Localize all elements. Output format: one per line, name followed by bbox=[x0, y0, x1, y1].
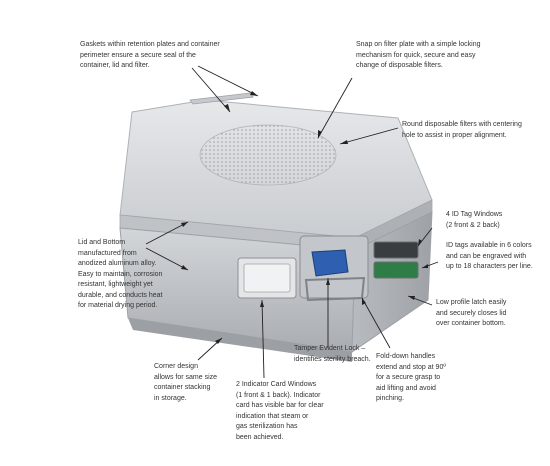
arrow-id-tags bbox=[422, 264, 428, 268]
container-corner bbox=[128, 318, 352, 362]
leader-round-filters bbox=[339, 127, 399, 145]
indicator-card-window-inner bbox=[243, 263, 291, 293]
callout-snap-filter: Snap on filter plate with a simple locki… bbox=[356, 41, 481, 69]
callout-id-tags: ID tags available in 6 colors and can be… bbox=[446, 242, 533, 270]
arrow-id-windows bbox=[418, 239, 422, 246]
arrow-round-filters bbox=[340, 140, 348, 144]
callout-low-profile-latch: Low profile latch easily and securely cl… bbox=[436, 299, 507, 327]
arrow-tamper-lock bbox=[326, 278, 330, 285]
arrow-gaskets-2 bbox=[250, 91, 258, 96]
leader-indicator-windows bbox=[261, 299, 265, 379]
callout-gaskets: Gaskets within retention plates and cont… bbox=[80, 41, 220, 69]
leader-snap-filter bbox=[317, 77, 353, 139]
lid-back-handle bbox=[189, 92, 254, 105]
callout-corner-design: Corner design allows for same size conta… bbox=[154, 363, 218, 402]
leader-gaskets-1 bbox=[191, 67, 231, 113]
callout-lid-bottom: Lid and Bottom manufactured from anodize… bbox=[78, 239, 163, 309]
arrow-snap-filter bbox=[318, 130, 322, 138]
leader-fold-handles bbox=[361, 297, 391, 349]
callout-tamper-lock: Tamper Evident Lock – identifies sterili… bbox=[294, 345, 371, 363]
leader-lines bbox=[145, 65, 439, 379]
arrow-low-profile-latch bbox=[408, 296, 415, 300]
leader-gaskets-2 bbox=[197, 65, 259, 97]
arrow-gaskets-1 bbox=[224, 104, 230, 112]
callout-id-windows: 4 ID Tag Windows (2 front & 2 back) bbox=[446, 211, 503, 229]
arrow-indicator-windows bbox=[260, 300, 264, 307]
arrow-lid-bottom-2 bbox=[181, 265, 188, 270]
filter-plate bbox=[199, 124, 337, 186]
callout-indicator-windows: 2 Indicator Card Windows (1 front & 1 ba… bbox=[236, 381, 324, 441]
arrow-lid-bottom-1 bbox=[181, 222, 188, 227]
callout-round-filters: Round disposable filters with centering … bbox=[402, 121, 522, 139]
tamper-evident-lock bbox=[311, 249, 349, 277]
id-tag-window-lower bbox=[373, 261, 419, 279]
arrow-fold-handles bbox=[362, 298, 366, 305]
id-tag-window-upper bbox=[373, 241, 419, 259]
leader-lid-bottom-1 bbox=[145, 221, 189, 245]
leader-lid-bottom-2 bbox=[145, 247, 189, 271]
arrow-corner-design bbox=[215, 338, 222, 344]
callout-fold-handles: Fold-down handles extend and stop at 90º… bbox=[376, 353, 446, 402]
leader-arrowheads bbox=[181, 91, 428, 344]
